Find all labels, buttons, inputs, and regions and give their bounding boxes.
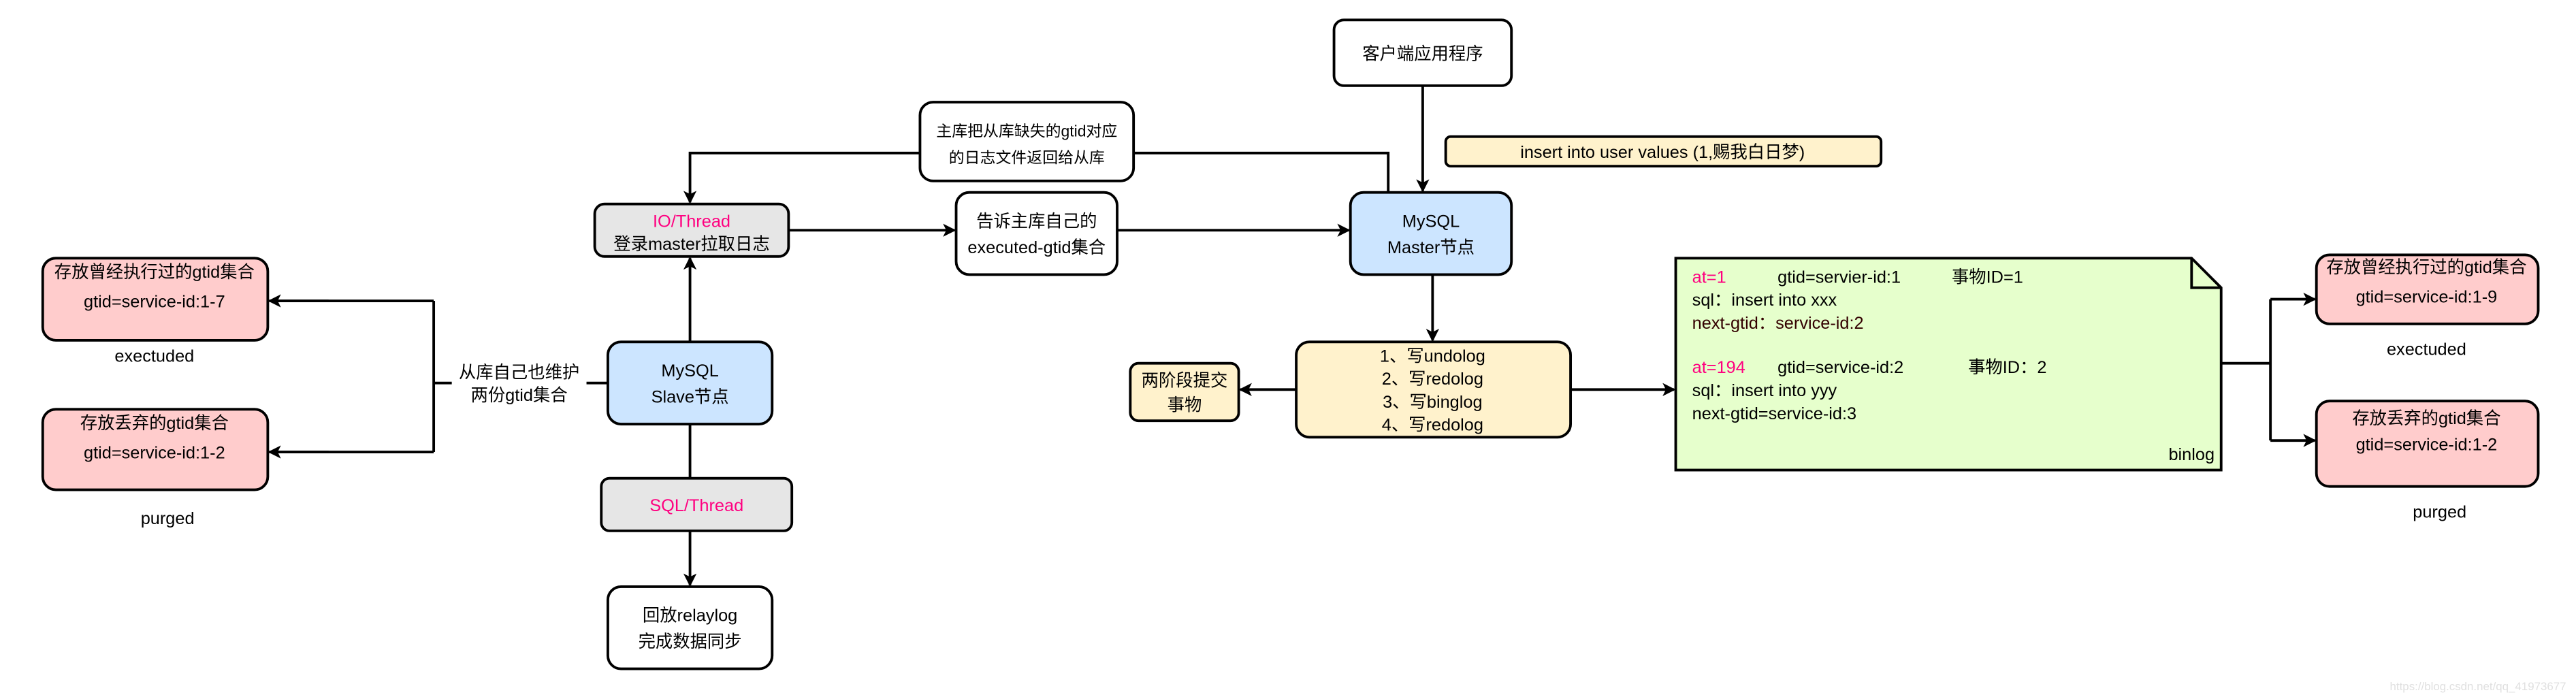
step-3: 3、写binglog xyxy=(1383,393,1482,412)
two-phase-line1: 两阶段提交 xyxy=(1142,372,1228,391)
left-purged-title: 存放丢弃的gtid集合 xyxy=(80,414,229,433)
right-purged-set[interactable]: 存放丢弃的gtid集合 gtid=service-id:1-2 xyxy=(2315,400,2540,488)
right-executed-caption: exectuded xyxy=(2387,340,2466,359)
binlog-entry2-gtid: gtid=service-id:2 xyxy=(1777,358,1903,377)
slave-label-line2: 两份gtid集合 xyxy=(471,386,568,405)
return-note-line1: 主库把从库缺失的gtid对应 xyxy=(936,123,1117,140)
left-executed-caption: exectuded xyxy=(114,346,194,366)
binlog-entry1-gtid: gtid=servier-id:1 xyxy=(1777,268,1901,287)
replay-relaylog-node[interactable]: 回放relaylog 完成数据同步 xyxy=(606,585,774,670)
master-line1: MySQL xyxy=(1402,212,1460,231)
left-purged-value: gtid=service-id:1-2 xyxy=(84,444,225,463)
right-purged-title: 存放丢弃的gtid集合 xyxy=(2352,409,2500,428)
left-purged-set[interactable]: 存放丢弃的gtid集合 gtid=service-id:1-2 xyxy=(41,408,270,491)
step-2: 2、写redolog xyxy=(1382,370,1483,389)
binlog-label: binlog xyxy=(2168,445,2215,464)
binlog-entry2-next: next-gtid=service-id:3 xyxy=(1692,404,1856,423)
watermark: https://blog.csdn.net/qq_41973677 xyxy=(2390,680,2566,693)
step-1: 1、写undolog xyxy=(1380,346,1485,366)
binlog-entry2-sql: sql：insert into yyy xyxy=(1692,381,1837,400)
tell-line2: executed-gtid集合 xyxy=(967,238,1106,257)
two-phase-commit-node[interactable]: 两阶段提交 事物 xyxy=(1129,361,1240,423)
client-app-node[interactable]: 客户端应用程序 xyxy=(1332,18,1513,87)
mysql-slave-node[interactable]: MySQL Slave节点 xyxy=(606,340,774,425)
binlog-entry2-tx: 事物ID：2 xyxy=(1968,358,2046,377)
slave-line2: Slave节点 xyxy=(651,388,729,407)
master-line2: Master节点 xyxy=(1387,238,1475,257)
insert-sql-note: insert into user values (1,赐我白日梦) xyxy=(1444,135,1883,168)
replay-line2: 完成数据同步 xyxy=(639,632,742,651)
line-binlog-sets xyxy=(2221,299,2272,441)
tell-line1: 告诉主库自己的 xyxy=(976,212,1097,231)
mysql-master-node[interactable]: MySQL Master节点 xyxy=(1349,191,1513,276)
sql-thread-title: SQL/Thread xyxy=(649,496,743,515)
binlog-entry1-at: at=1 xyxy=(1692,268,1726,287)
two-phase-line2: 事物 xyxy=(1168,396,1202,415)
binlog-entry2-at: at=194 xyxy=(1692,358,1745,377)
step-4: 4、写redolog xyxy=(1382,416,1483,435)
binlog-entry1-tx: 事物ID=1 xyxy=(1952,268,2023,287)
io-thread-node[interactable]: IO/Thread 登录master拉取日志 xyxy=(593,202,790,258)
sql-thread-node[interactable]: SQL/Thread xyxy=(600,476,794,532)
right-executed-set[interactable]: 存放曾经执行过的gtid集合 gtid=service-id:1-9 xyxy=(2315,253,2540,325)
io-thread-title: IO/Thread xyxy=(653,212,730,231)
left-purged-caption: purged xyxy=(141,509,195,528)
insert-sql-label: insert into user values (1,赐我白日梦) xyxy=(1520,143,1805,162)
binlog-note: at=1 gtid=servier-id:1 事物ID=1 sql：insert… xyxy=(1674,257,2223,472)
slave-sets-label: 从库自己也维护 两份gtid集合 xyxy=(451,358,587,408)
return-note-line2: 的日志文件返回给从库 xyxy=(949,148,1105,166)
right-executed-title: 存放曾经执行过的gtid集合 xyxy=(2326,258,2526,277)
replay-line1: 回放relaylog xyxy=(643,606,737,626)
right-purged-value: gtid=service-id:1-2 xyxy=(2356,436,2498,455)
right-purged-caption: purged xyxy=(2413,503,2466,522)
left-executed-set[interactable]: 存放曾经执行过的gtid集合 gtid=service-id:1-7 xyxy=(41,257,270,342)
left-executed-title: 存放曾经执行过的gtid集合 xyxy=(54,263,255,282)
right-executed-value: gtid=service-id:1-9 xyxy=(2356,287,2498,306)
binlog-entry1-next: next-gtid：service-id:2 xyxy=(1692,314,1864,333)
return-logs-note: 主库把从库缺失的gtid对应 的日志文件返回给从库 xyxy=(918,101,1136,182)
slave-label-line1: 从库自己也维护 xyxy=(459,363,579,382)
slave-line1: MySQL xyxy=(661,361,718,380)
client-label: 客户端应用程序 xyxy=(1362,44,1483,63)
tell-master-node[interactable]: 告诉主库自己的 executed-gtid集合 xyxy=(954,191,1118,276)
io-thread-desc: 登录master拉取日志 xyxy=(613,235,769,254)
binlog-entry1-sql: sql：insert into xxx xyxy=(1692,291,1837,310)
left-executed-value: gtid=service-id:1-7 xyxy=(84,293,225,312)
write-steps-node[interactable]: 1、写undolog 2、写redolog 3、写binglog 4、写redo… xyxy=(1295,340,1573,439)
